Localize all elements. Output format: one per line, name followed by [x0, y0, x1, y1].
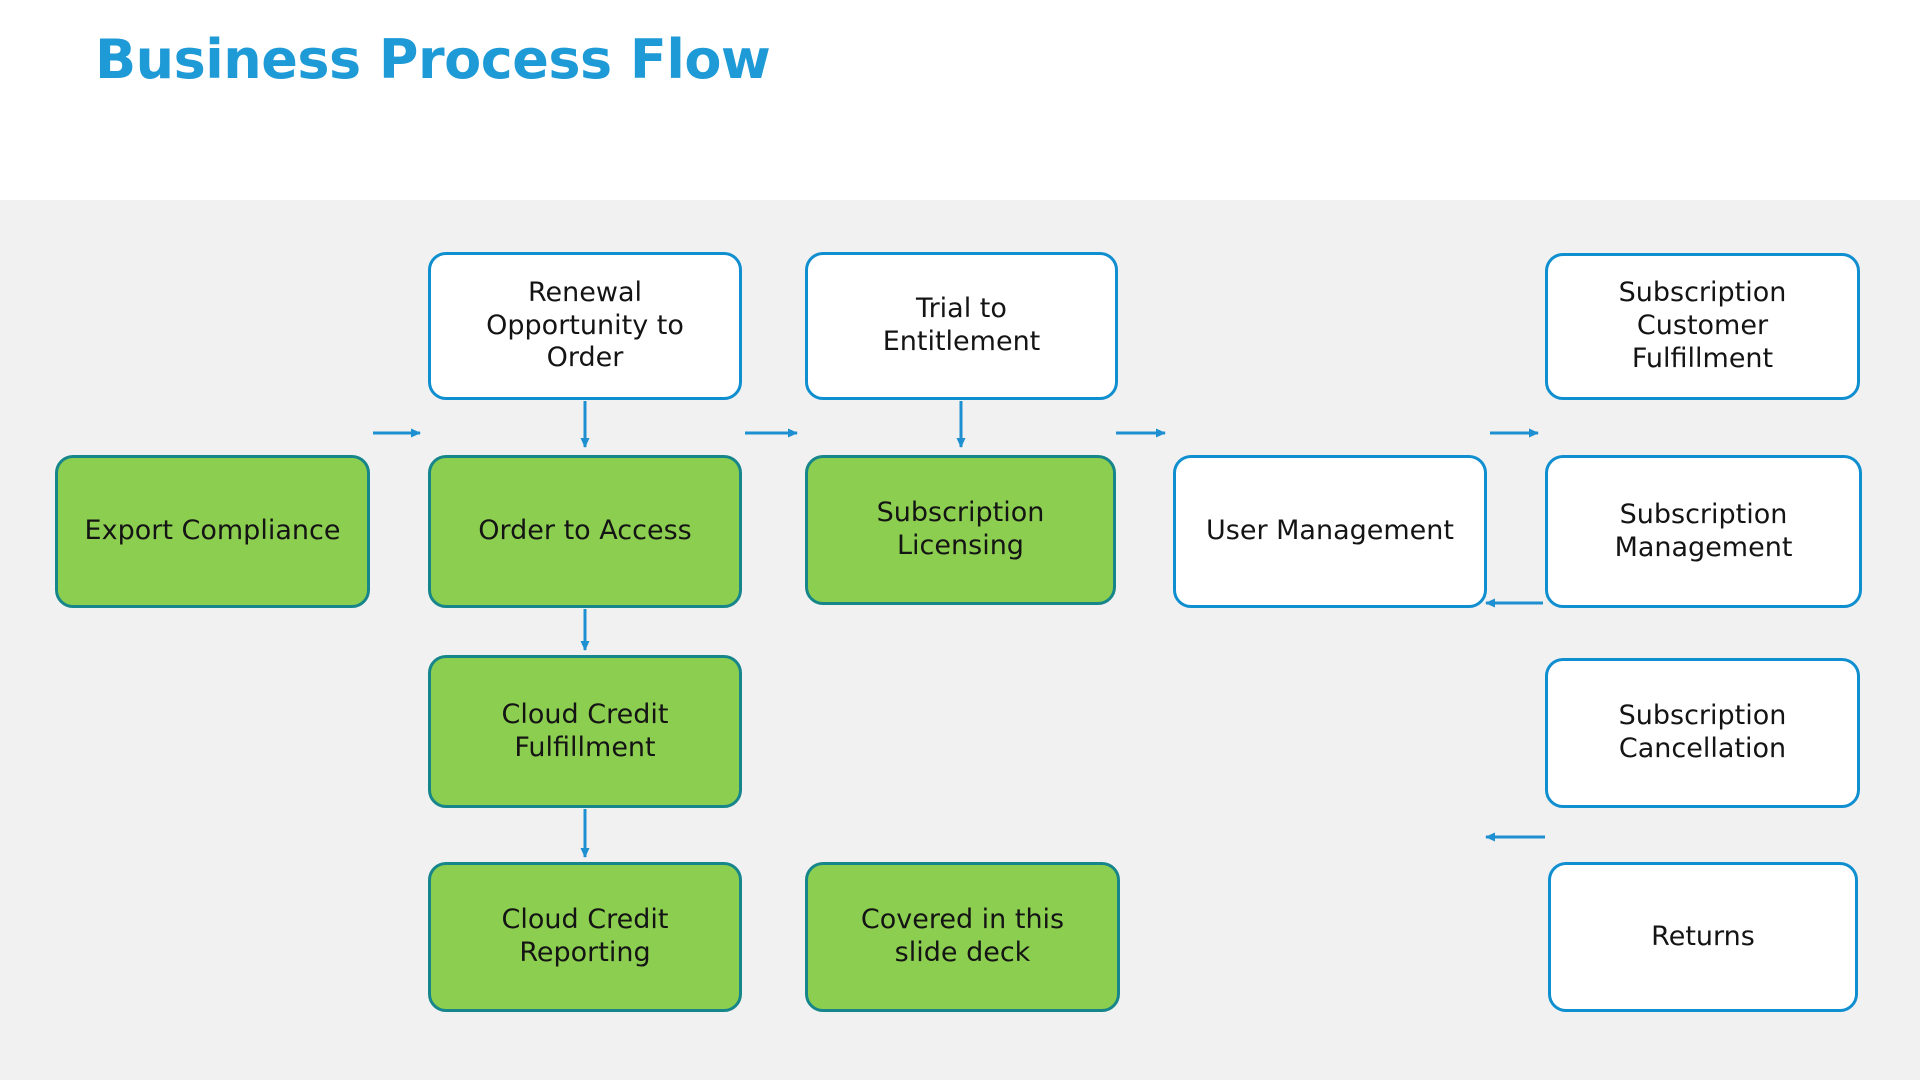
node-label: Returns: [1651, 920, 1755, 952]
node-label: Renewal Opportunity to Order: [486, 276, 684, 374]
node-label: Trial to Entitlement: [882, 293, 1041, 357]
node-subscription-customer-fulfillment[interactable]: Subscription Customer Fulfillment: [1545, 253, 1860, 400]
node-returns[interactable]: Returns: [1548, 862, 1858, 1012]
node-order-to-access[interactable]: Order to Access: [428, 455, 742, 608]
slide-header: Business Process Flow: [0, 0, 1920, 200]
node-label: User Management: [1206, 515, 1454, 547]
node-label: Export Compliance: [84, 515, 341, 547]
node-renewal-opportunity-to-order[interactable]: Renewal Opportunity to Order: [428, 252, 742, 400]
node-cloud-credit-reporting[interactable]: Cloud Credit Reporting: [428, 862, 742, 1012]
node-label: Subscription Licensing: [876, 497, 1045, 561]
node-label: Covered in this slide deck: [860, 904, 1065, 968]
node-label: Subscription Customer Fulfillment: [1618, 277, 1787, 374]
node-label: Cloud Credit Reporting: [501, 904, 669, 968]
node-label: Subscription Management: [1614, 498, 1793, 563]
node-cloud-credit-fulfillment[interactable]: Cloud Credit Fulfillment: [428, 655, 742, 808]
node-trial-to-entitlement[interactable]: Trial to Entitlement: [805, 252, 1118, 400]
page-title: Business Process Flow: [95, 28, 771, 91]
node-subscription-cancellation[interactable]: Subscription Cancellation: [1545, 658, 1860, 808]
node-covered-in-this-slide-deck[interactable]: Covered in this slide deck: [805, 862, 1120, 1012]
node-subscription-management[interactable]: Subscription Management: [1545, 455, 1862, 608]
node-label: Order to Access: [478, 515, 692, 547]
node-user-management[interactable]: User Management: [1173, 455, 1487, 608]
node-subscription-licensing[interactable]: Subscription Licensing: [805, 455, 1116, 605]
node-label: Subscription Cancellation: [1618, 700, 1787, 764]
node-label: Cloud Credit Fulfillment: [501, 698, 669, 763]
node-export-compliance[interactable]: Export Compliance: [55, 455, 370, 608]
diagram-canvas: Export Compliance Renewal Opportunity to…: [0, 200, 1920, 1080]
